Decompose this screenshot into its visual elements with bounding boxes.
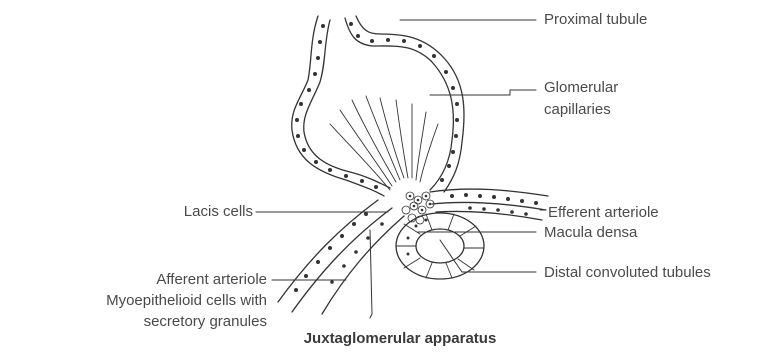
label-afferent-arteriole: Afferent arteriole	[156, 270, 267, 289]
label-efferent-arteriole: Efferent arteriole	[548, 203, 659, 222]
afferent-arteriole	[278, 200, 404, 314]
label-glomerular: Glomerular	[544, 78, 618, 97]
leader-glomerular	[430, 90, 536, 95]
label-distal-convoluted-tubules: Distal convoluted tubules	[544, 263, 711, 282]
leader-distal	[440, 240, 536, 272]
label-myoepithelioid-1: Myoepithelioid cells with	[106, 291, 267, 310]
label-macula-densa: Macula densa	[544, 223, 637, 242]
leader-myoepithelioid	[370, 230, 372, 318]
label-proximal-tubule: Proximal tubule	[544, 10, 647, 29]
lacis-cell-cluster	[402, 192, 434, 224]
label-capillaries: capillaries	[544, 100, 611, 119]
label-lacis-cells: Lacis cells	[184, 202, 253, 221]
figure-caption: Juxtaglomerular apparatus	[250, 330, 550, 347]
bowmans-capsule	[292, 16, 464, 196]
distal-tubule	[396, 213, 484, 279]
efferent-arteriole	[430, 189, 548, 220]
label-myoepithelioid-2: secretory granules	[144, 312, 267, 331]
